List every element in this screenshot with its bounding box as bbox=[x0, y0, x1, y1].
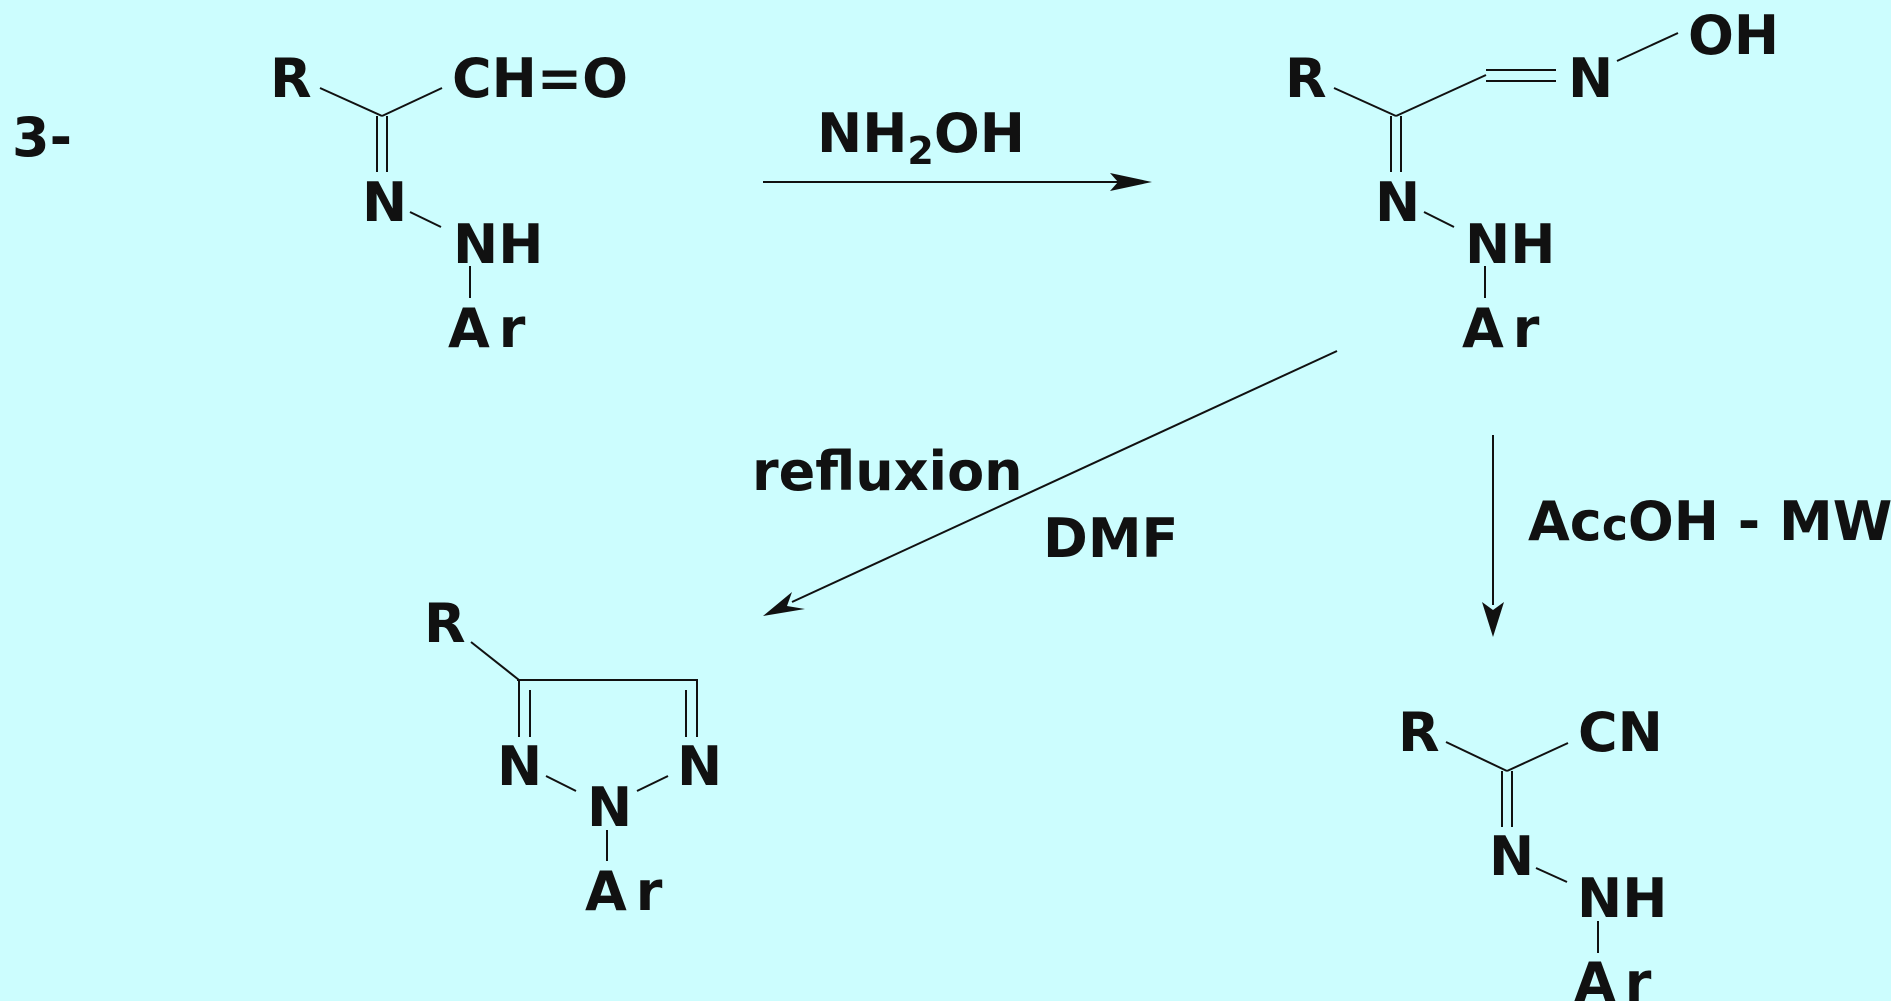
oxime-hydrazone-n-label: N bbox=[1375, 171, 1420, 234]
reactant-structure: R CH=O N NH Ar bbox=[270, 47, 628, 360]
oxime-r-label: R bbox=[1285, 47, 1327, 110]
reagent-arrow-group: NH2OH bbox=[763, 102, 1152, 191]
condition-oh-mw-part: OH - MW bbox=[1628, 490, 1891, 553]
reagent-hydroxylamine-label: NH2OH bbox=[817, 102, 1025, 173]
oxime-nh-label: NH bbox=[1465, 213, 1555, 276]
reactant-aldehyde-label: CH=O bbox=[452, 47, 628, 110]
arrow-oxime-to-triazole bbox=[791, 350, 1338, 603]
oxime-bond-r-c bbox=[1333, 87, 1397, 117]
reactant-bond-c-cho bbox=[381, 87, 443, 117]
reactant-n-label: N bbox=[362, 171, 407, 234]
arrow-to-nitrile-group: AccOH - MW bbox=[1482, 435, 1891, 637]
reactant-nh-label: NH bbox=[453, 213, 543, 276]
nitrile-nh-label: NH bbox=[1577, 867, 1667, 930]
oxime-oh-label: OH bbox=[1688, 4, 1779, 67]
nitrile-structure: R CN N NH Ar bbox=[1398, 701, 1667, 1001]
nitrile-bond-n-nh bbox=[1535, 867, 1568, 883]
oxime-bond-n-nh bbox=[1423, 211, 1455, 228]
condition-refluxion-label: refluxion bbox=[752, 440, 1023, 503]
nitrile-cn-label: CN bbox=[1578, 701, 1663, 764]
arrow-head-right bbox=[1110, 173, 1152, 191]
condition-acoh-mw-label: AccOH - MW bbox=[1528, 490, 1891, 553]
nitrile-r-label: R bbox=[1398, 701, 1440, 764]
triazole-ar-label: Ar bbox=[585, 860, 671, 923]
reactant-bond-r-c bbox=[319, 87, 383, 117]
triazole-bond-nl-nc bbox=[545, 775, 577, 792]
reagent-nh-part: NH bbox=[817, 102, 907, 165]
nitrile-bond-c-cn bbox=[1506, 742, 1569, 772]
reactant-r-label: R bbox=[270, 47, 312, 110]
triazole-structure: R N N N Ar bbox=[424, 592, 722, 923]
condition-ac-part: Ac bbox=[1528, 490, 1602, 553]
reagent-oh-part: OH bbox=[934, 102, 1025, 165]
triazole-n-left-label: N bbox=[497, 735, 542, 798]
nitrile-bond-r-c bbox=[1445, 741, 1508, 772]
triazole-bond-r-c bbox=[470, 641, 520, 681]
reagent-subscript: 2 bbox=[907, 129, 933, 173]
oxime-bond-c-ch bbox=[1395, 74, 1487, 117]
triazole-bond-nr-nc bbox=[636, 775, 669, 792]
triazole-n-center-label: N bbox=[587, 776, 632, 839]
nitrile-n-label: N bbox=[1489, 825, 1534, 888]
reactant-ar-label: Ar bbox=[448, 297, 534, 360]
oxime-structure: R N OH N NH Ar bbox=[1285, 4, 1779, 360]
arrow-to-triazole-group: refluxion DMF bbox=[752, 350, 1338, 616]
oxime-ar-label: Ar bbox=[1462, 297, 1548, 360]
triazole-r-label: R bbox=[424, 592, 466, 655]
nitrile-ar-label: Ar bbox=[1574, 951, 1660, 1001]
condition-c-small: c bbox=[1602, 500, 1628, 551]
arrow-head-down bbox=[1482, 602, 1504, 637]
condition-dmf-label: DMF bbox=[1043, 507, 1178, 570]
reactant-bond-n-nh bbox=[409, 211, 442, 228]
scheme-number: 3- bbox=[12, 106, 72, 169]
arrow-head-down-left bbox=[763, 592, 805, 616]
oxime-bond-n-oh bbox=[1616, 32, 1679, 62]
triazole-n-right-label: N bbox=[677, 735, 722, 798]
oxime-n-label: N bbox=[1568, 47, 1613, 110]
